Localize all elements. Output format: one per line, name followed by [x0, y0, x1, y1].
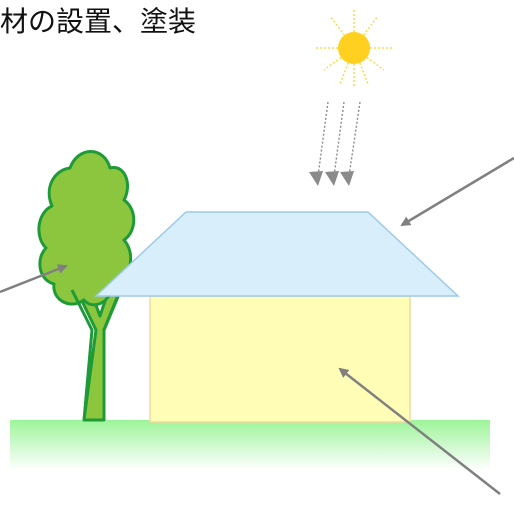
sun-icon	[316, 8, 394, 86]
sunlight-arrowheads	[309, 171, 354, 186]
house-roof	[94, 211, 460, 297]
leader-lines	[0, 156, 514, 495]
house-wall	[149, 295, 411, 423]
house-icon	[94, 211, 460, 423]
ground	[10, 420, 490, 470]
leader-line-wall	[338, 367, 501, 495]
leader-line-tree	[0, 264, 68, 294]
sunlight-arrows	[317, 101, 361, 177]
leader-line-roof	[400, 156, 514, 227]
caption-text: 材の設置、塗装	[0, 5, 197, 38]
tree-trunk-front	[70, 289, 122, 421]
